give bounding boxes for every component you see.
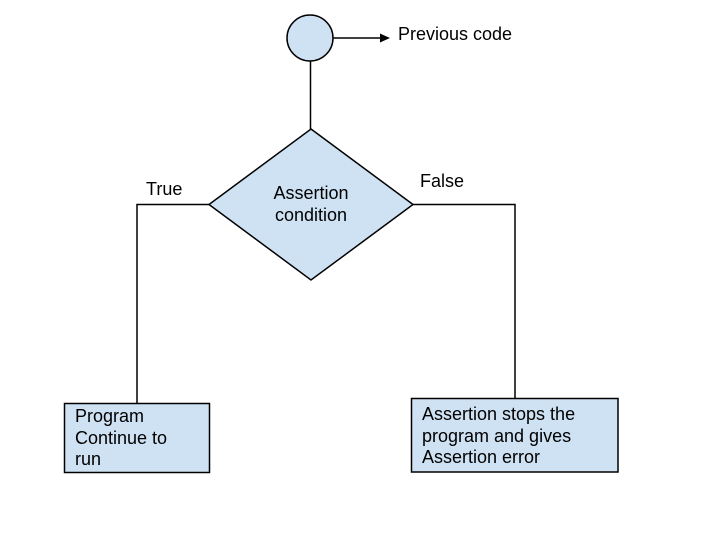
false-branch-label: False: [420, 171, 465, 191]
true-result-label: Program Continue to run: [75, 406, 168, 469]
false-result-box: [410, 397, 619, 473]
true-result-box: [63, 402, 211, 474]
false-result-label: Assertion stops the program and gives As…: [422, 404, 576, 467]
connector-true-branch: [136, 203, 209, 404]
condition-diamond: [207, 128, 415, 281]
connector-false-branch: [413, 203, 516, 399]
previous-code-label: Previous code: [398, 24, 513, 44]
arrowhead-icon: [380, 33, 390, 43]
true-branch-label: True: [146, 179, 183, 199]
start-node-circle: [286, 14, 334, 62]
condition-diamond-label: Assertion condition: [273, 183, 349, 225]
